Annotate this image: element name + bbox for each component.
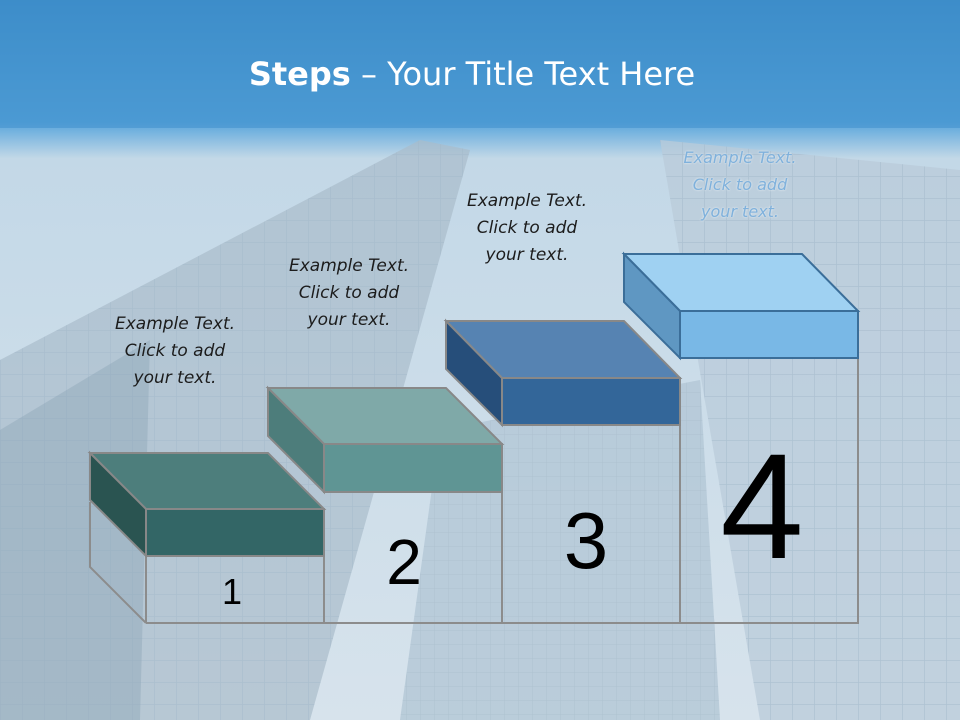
step-2-number: 2	[386, 526, 422, 598]
caption-line: Click to add	[124, 341, 226, 361]
step-2-block[interactable]	[265, 385, 505, 495]
step-2-front	[323, 443, 503, 493]
step-3-caption[interactable]: Example Text. Click to add your text.	[427, 188, 627, 269]
step-4-block[interactable]	[621, 251, 861, 361]
caption-line: Click to add	[298, 283, 400, 303]
step-4-caption[interactable]: Example Text. Click to add your text.	[640, 144, 840, 225]
step-4-front	[679, 310, 859, 359]
title-rest-part: – Your Title Text Here	[350, 55, 696, 93]
step-1-number: 1	[222, 571, 242, 612]
steps-outline	[89, 358, 859, 624]
step-1-caption[interactable]: Example Text. Click to add your text.	[75, 311, 275, 392]
caption-line: Example Text.	[683, 148, 797, 167]
caption-line: your text.	[700, 202, 779, 221]
caption-line: your text.	[485, 245, 569, 265]
caption-line: Example Text.	[114, 314, 236, 334]
caption-line: Click to add	[692, 175, 788, 194]
caption-line: your text.	[133, 368, 217, 388]
step-1-front	[145, 508, 325, 557]
caption-line: Click to add	[476, 218, 578, 238]
caption-line: Example Text.	[288, 256, 410, 276]
caption-line: Example Text.	[466, 191, 588, 211]
step-3-number: 3	[564, 496, 609, 585]
title-bold-part: Steps	[248, 55, 351, 93]
step-3-front	[501, 377, 681, 426]
caption-line: your text.	[307, 310, 391, 330]
step-1-block[interactable]	[87, 450, 327, 559]
step-2-caption[interactable]: Example Text. Click to add your text.	[249, 253, 449, 334]
step-3-block[interactable]	[443, 318, 683, 428]
slide-title[interactable]: Steps – Your Title Text Here	[0, 54, 944, 94]
step-4-number: 4	[720, 422, 803, 590]
